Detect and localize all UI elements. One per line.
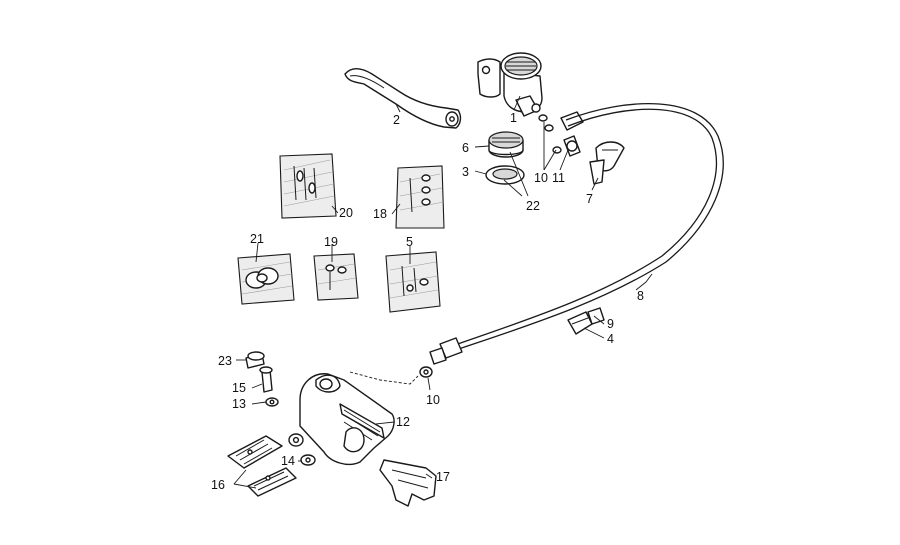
callout-10-upper: 10	[534, 171, 548, 185]
callout-23: 23	[218, 354, 232, 368]
callout-17: 17	[436, 470, 450, 484]
callout-3: 3	[462, 165, 469, 179]
callout-16: 16	[211, 478, 225, 492]
kit-bag-18	[395, 165, 445, 229]
callout-15: 15	[232, 381, 246, 395]
upper-banjo-washers	[538, 114, 562, 154]
callout-5: 5	[406, 235, 413, 249]
callout-7: 7	[586, 192, 593, 206]
kit-bag-21	[237, 253, 295, 305]
callout-11: 11	[552, 171, 565, 185]
anti-rattle-spring	[379, 459, 437, 507]
caliper-bolt	[259, 366, 273, 393]
upper-banjo-fitting	[560, 111, 584, 157]
pad-washer	[300, 454, 316, 466]
callout-22: 22	[526, 199, 540, 213]
callout-13: 13	[232, 397, 246, 411]
callout-6: 6	[462, 141, 469, 155]
lower-banjo-washer	[349, 366, 433, 385]
callout-labels: 1 2 3 4 5 6 7 8 9 10 10 11 12 13 14 15 1…	[211, 111, 644, 492]
bleed-fitting	[589, 141, 625, 185]
cap-nut	[245, 351, 265, 369]
brake-pads	[227, 435, 297, 497]
callout-18: 18	[373, 207, 387, 221]
callout-4: 4	[607, 332, 614, 346]
reservoir-cap	[488, 131, 524, 158]
reservoir-gasket	[485, 165, 525, 185]
callout-14: 14	[281, 454, 295, 468]
kit-bag-19	[313, 253, 359, 301]
callout-12: 12	[396, 415, 410, 429]
callout-1: 1	[510, 111, 517, 125]
callout-21: 21	[250, 232, 264, 246]
kit-bag-5	[385, 251, 441, 313]
master-cylinder	[477, 52, 543, 117]
callout-19: 19	[324, 235, 338, 249]
brake-lever	[344, 68, 462, 129]
clamp-screw	[587, 307, 605, 325]
callout-9: 9	[607, 317, 614, 331]
brake-hose	[429, 102, 724, 365]
callout-10-lower: 10	[426, 393, 440, 407]
leader-lines	[233, 95, 653, 489]
bolt-washer	[265, 397, 279, 407]
callout-8: 8	[637, 289, 644, 303]
brake-caliper	[288, 373, 395, 466]
callout-20: 20	[339, 206, 353, 220]
kit-bag-20	[279, 153, 337, 219]
callout-2: 2	[393, 113, 400, 127]
